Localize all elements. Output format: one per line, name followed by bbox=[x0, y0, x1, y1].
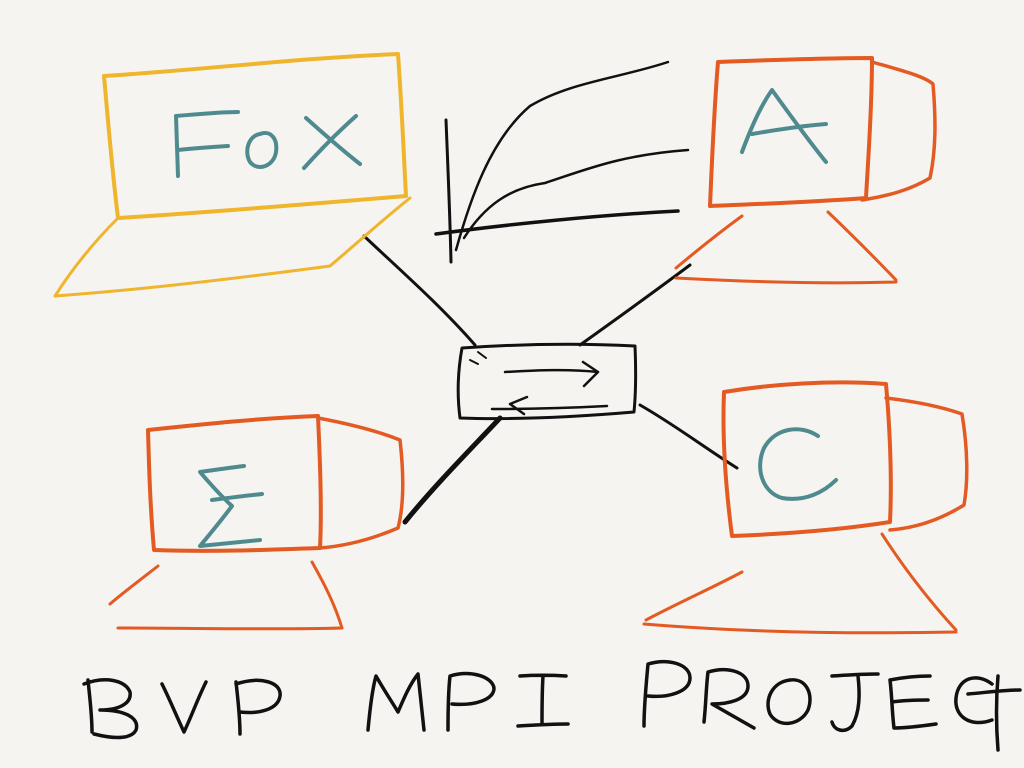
e-label bbox=[198, 464, 264, 548]
connection-lines bbox=[362, 234, 739, 525]
diagram-title bbox=[82, 659, 1022, 752]
graph-curve-lower bbox=[462, 148, 690, 240]
a-monitor-screen bbox=[708, 56, 874, 208]
graph-x-axis bbox=[434, 209, 680, 236]
performance-chart-icon bbox=[434, 60, 690, 264]
graph-y-axis bbox=[444, 118, 453, 264]
hub-box bbox=[456, 342, 638, 421]
laptop-icon bbox=[53, 52, 412, 298]
connection-fox-hub bbox=[362, 234, 477, 347]
e-monitor-screen bbox=[146, 414, 323, 553]
graph-curve-upper bbox=[454, 60, 670, 252]
hub-arrow-left bbox=[490, 404, 609, 411]
a-label bbox=[740, 88, 828, 164]
desktop-computer-icon bbox=[108, 414, 405, 631]
hub-arrow-right bbox=[503, 368, 600, 374]
connection-c-hub bbox=[638, 403, 739, 470]
fox-laptop-screen bbox=[102, 52, 408, 220]
c-label bbox=[758, 427, 838, 501]
fox-label bbox=[174, 110, 362, 178]
desktop-computer-icon bbox=[674, 56, 937, 285]
connection-a-hub bbox=[578, 263, 692, 347]
network-switch-icon bbox=[456, 342, 638, 421]
connection-e-hub bbox=[402, 415, 503, 525]
c-monitor-screen bbox=[721, 380, 893, 538]
desktop-computer-icon bbox=[642, 380, 969, 635]
